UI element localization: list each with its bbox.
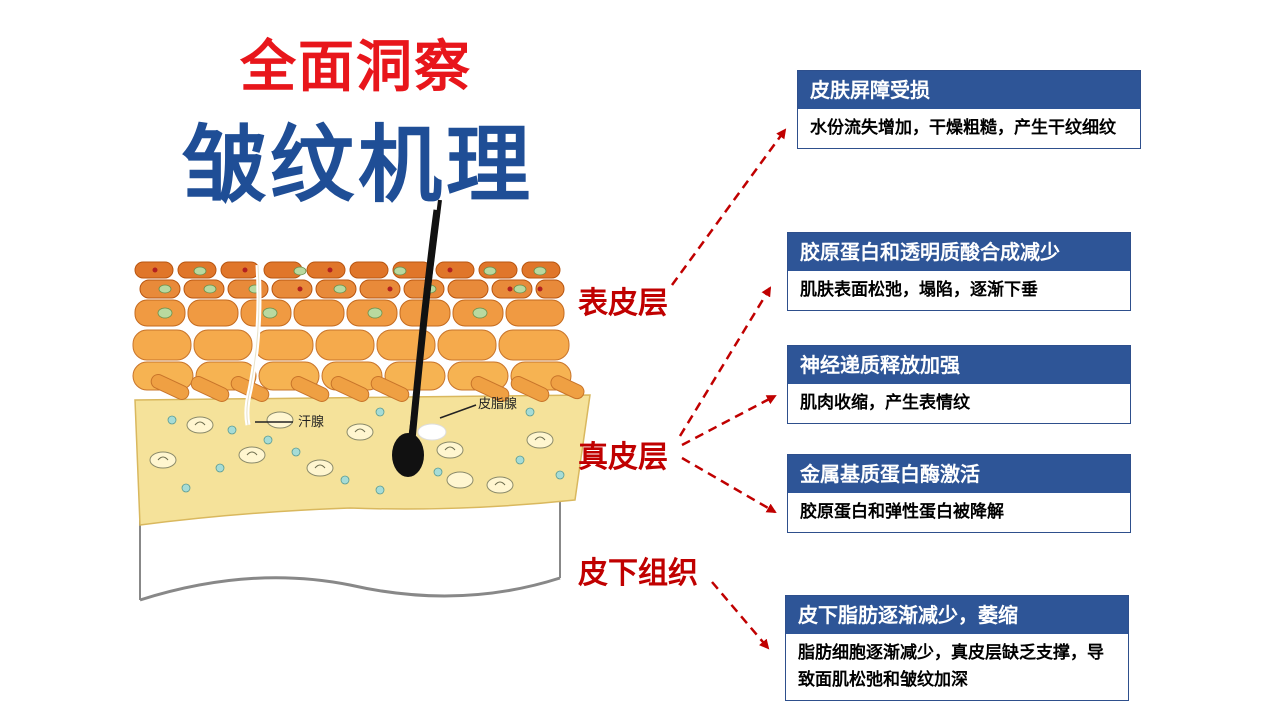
info-box-fat: 皮下脂肪逐渐减少，萎缩 脂肪细胞逐渐减少，真皮层缺乏支撑，导致面肌松弛和皱纹加深 bbox=[785, 595, 1129, 701]
box-body: 胶原蛋白和弹性蛋白被降解 bbox=[800, 502, 1004, 522]
label-subcutaneous: 皮下组织 bbox=[578, 556, 698, 591]
sebaceous-gland-label: 皮脂腺 bbox=[478, 397, 517, 412]
box-heading: 金属基质蛋白酶激活 bbox=[788, 455, 1130, 493]
dermis-layer bbox=[134, 394, 591, 526]
hair-follicle bbox=[392, 199, 447, 477]
box-heading: 皮下脂肪逐渐减少，萎缩 bbox=[786, 596, 1128, 634]
epidermis-row-2 bbox=[139, 279, 565, 299]
info-box-collagen: 胶原蛋白和透明质酸合成减少 肌肤表面松弛，塌陷，逐渐下垂 bbox=[787, 232, 1131, 311]
label-epidermis: 表皮层 bbox=[578, 286, 668, 321]
dermis-cells bbox=[149, 407, 565, 495]
box-heading: 皮肤屏障受损 bbox=[798, 71, 1140, 109]
info-box-mmp: 金属基质蛋白酶激活 胶原蛋白和弹性蛋白被降解 bbox=[787, 454, 1131, 533]
box-body: 肌肉收缩，产生表情纹 bbox=[800, 393, 970, 413]
connector-arrows bbox=[670, 128, 787, 650]
epidermis-row-3 bbox=[134, 299, 565, 327]
cell-nuclei bbox=[152, 266, 547, 319]
title-line2: 皱纹机理 bbox=[182, 116, 535, 214]
box-body: 水份流失增加，干燥粗糙，产生干纹细纹 bbox=[810, 118, 1116, 138]
subcutaneous-layer bbox=[139, 498, 561, 602]
box-body: 肌肤表面松弛，塌陷，逐渐下垂 bbox=[800, 280, 1038, 300]
sweat-gland-label: 汗腺 bbox=[298, 415, 324, 430]
basal-cells bbox=[150, 374, 585, 402]
info-box-barrier: 皮肤屏障受损 水份流失增加，干燥粗糙，产生干纹细纹 bbox=[797, 70, 1141, 149]
label-dermis: 真皮层 bbox=[578, 440, 668, 475]
box-body: 脂肪细胞逐渐减少，真皮层缺乏支撑，导致面肌松弛和皱纹加深 bbox=[798, 643, 1104, 690]
box-heading: 胶原蛋白和透明质酸合成减少 bbox=[788, 233, 1130, 271]
info-box-neurotransmitter: 神经递质释放加强 肌肉收缩，产生表情纹 bbox=[787, 345, 1131, 424]
epidermis-row-4 bbox=[132, 329, 570, 361]
box-heading: 神经递质释放加强 bbox=[788, 346, 1130, 384]
title-line1: 全面洞察 bbox=[240, 35, 472, 100]
